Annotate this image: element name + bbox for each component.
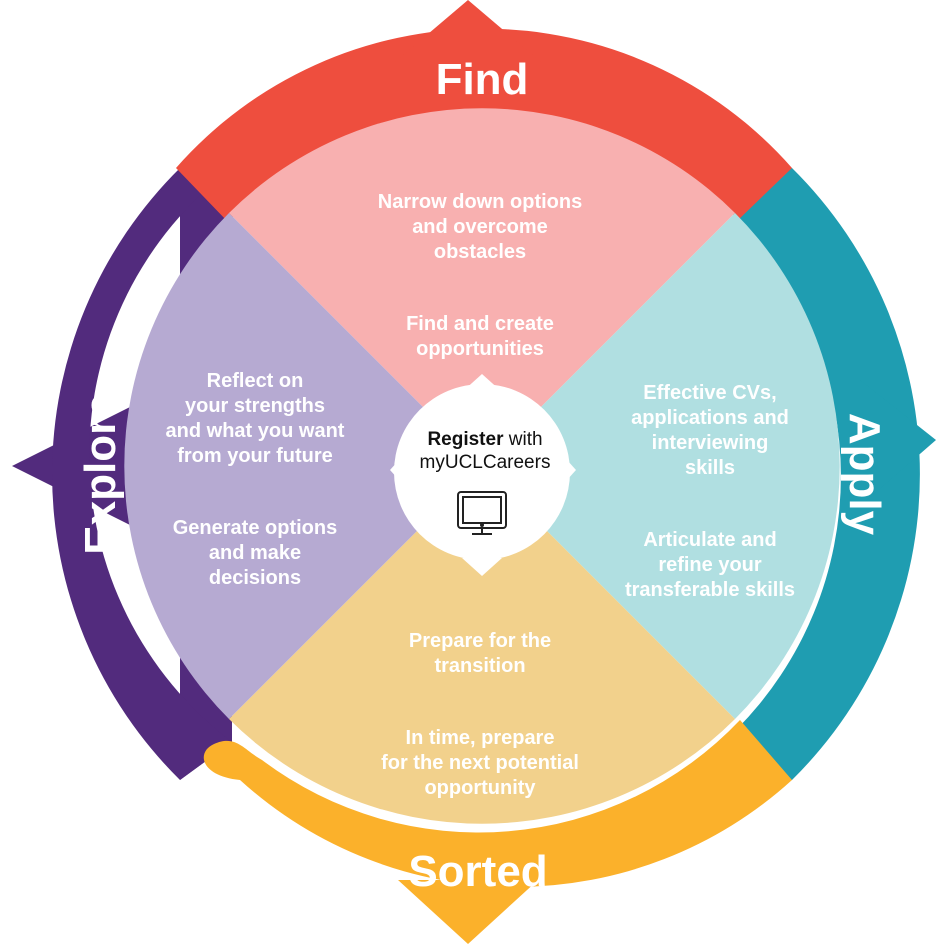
- sorted-label: Sorted: [408, 847, 548, 896]
- find-arrow: [395, 0, 541, 62]
- outer-ring: [12, 0, 936, 944]
- center-register-rest: with: [503, 429, 543, 450]
- center-badge: [390, 374, 576, 576]
- explore-arc-curve: [52, 168, 232, 780]
- sorted-point-2: In time, prepare for the next potential …: [381, 727, 579, 799]
- find-quadrant: [229, 108, 735, 466]
- apply-text: Effective CVs, applications and intervie…: [590, 356, 830, 628]
- explore-point-1: Reflect on your strengths and what you w…: [165, 370, 345, 467]
- center-register-bold: Register: [427, 429, 504, 450]
- center-register-line2: myUCLCareers: [419, 452, 551, 473]
- explore-quadrant: [124, 213, 482, 719]
- find-point-1: Narrow down options and overcome obstacl…: [377, 191, 583, 263]
- explore-label: Explore: [76, 393, 125, 555]
- apply-point-1: Effective CVs, applications and intervie…: [631, 382, 789, 479]
- apply-arc: [736, 168, 920, 780]
- explore-arc: [12, 168, 232, 780]
- sorted-point-1: Prepare for the transition: [408, 630, 552, 677]
- explore-text: Reflect on your strengths and what you w…: [140, 344, 370, 616]
- apply-label: Apply: [840, 412, 889, 536]
- find-label: Find: [435, 55, 529, 104]
- sorted-arrow: [398, 880, 538, 944]
- sorted-text: Prepare for the transition In time, prep…: [330, 604, 630, 826]
- inner-circle: [124, 108, 840, 824]
- apply-point-2: Articulate and refine your transferable …: [624, 529, 796, 601]
- explore-point-2: Generate options and make decisions: [172, 517, 338, 589]
- apply-quadrant: [482, 213, 840, 719]
- computer-monitor-icon: [457, 491, 507, 535]
- find-arc: [176, 28, 792, 223]
- find-point-2: Find and create opportunities: [406, 313, 554, 360]
- center-register-text: Register with myUCLCareers: [400, 428, 570, 474]
- sorted-quadrant: [229, 466, 735, 824]
- find-text: Narrow down options and overcome obstacl…: [330, 165, 630, 387]
- sorted-arc: [203, 720, 792, 887]
- apply-arrow: [860, 380, 936, 506]
